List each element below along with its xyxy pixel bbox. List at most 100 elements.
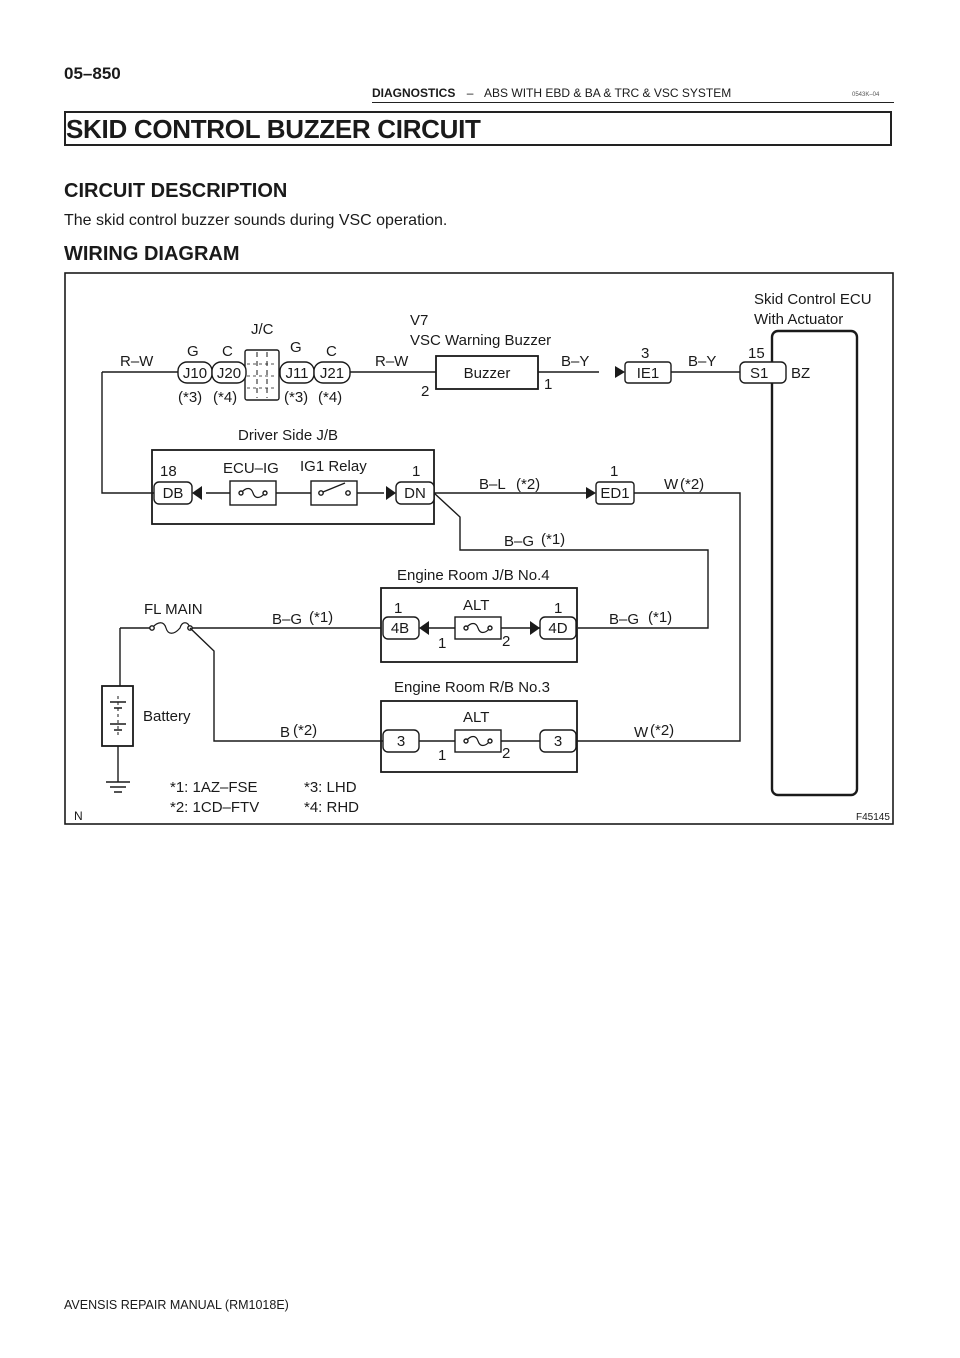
- circuit-description-heading: CIRCUIT DESCRIPTION: [64, 180, 288, 202]
- engine-jb4-box: [380, 587, 578, 663]
- wiring-diagram: Skid Control ECU With Actuator 15 S1 BZ …: [64, 272, 894, 825]
- note-2: *2: 1CD–FTV: [170, 799, 259, 816]
- wire-bg-diagonal: [433, 492, 709, 629]
- dn-pin: 1: [412, 463, 420, 480]
- driver-jb-label: Driver Side J/B: [238, 427, 338, 444]
- wire-w-bottom-note: (*2): [650, 722, 674, 739]
- wire-bg-mid-label: B–G: [504, 533, 534, 550]
- ig1-relay-label: IG1 Relay: [300, 458, 367, 475]
- j11-color: G: [290, 339, 302, 356]
- ecu-name-line2: With Actuator: [754, 311, 843, 328]
- ecu-terminal: BZ: [791, 365, 810, 382]
- header-separator: –: [466, 86, 474, 100]
- page-number: 05–850: [64, 64, 121, 83]
- fl-main-label: FL MAIN: [144, 601, 203, 618]
- j21-label: J21: [320, 365, 344, 382]
- buzzer-box: [435, 355, 539, 390]
- wire-b-bottom-label: B: [280, 724, 290, 741]
- db-label: DB: [163, 485, 184, 502]
- db-pin: 18: [160, 463, 177, 480]
- wire-bg-right-note: (*1): [648, 609, 672, 626]
- ecu-name-line1: Skid Control ECU: [754, 291, 872, 308]
- connector-j20: [211, 361, 247, 384]
- page-title: SKID CONTROL BUZZER CIRCUIT: [66, 114, 481, 144]
- ed1-label: ED1: [600, 485, 629, 502]
- wire-bg-left-note: (*1): [309, 609, 333, 626]
- j10-note: (*3): [178, 389, 202, 406]
- j10-color: G: [187, 343, 199, 360]
- note-3: *3: LHD: [304, 779, 357, 796]
- diagram-frame: [64, 272, 894, 825]
- header-subsection: ABS WITH EBD & BA & TRC & VSC SYSTEM: [484, 86, 732, 100]
- wire-w-top-note: (*2): [680, 476, 704, 493]
- ie1-pin: 3: [641, 345, 649, 362]
- wire-rw-left-down: [101, 372, 154, 494]
- engine-rb3-label: Engine Room R/B No.3: [394, 679, 550, 696]
- arrow-db: [192, 486, 202, 500]
- buzzer-id: V7: [410, 312, 428, 329]
- arrow-ie1: [615, 366, 625, 378]
- engine-rb3-box: [380, 700, 578, 773]
- buzzer-pin-in: 2: [421, 383, 429, 400]
- 4b-label: 4B: [391, 620, 409, 637]
- arrow-ed1: [586, 487, 596, 499]
- j11-label: J11: [285, 365, 308, 382]
- figure-id: F45145: [856, 812, 890, 823]
- ground-symbol: [106, 781, 130, 793]
- document-code: 0543K–04: [852, 92, 880, 98]
- connector-ie1: [624, 361, 672, 384]
- ecu-body: [770, 329, 859, 797]
- driver-jb-box: [151, 449, 435, 525]
- connector-s1: [739, 361, 787, 384]
- rb3-left-label: 3: [397, 733, 405, 750]
- alt-rb3-pin1: 1: [438, 747, 446, 764]
- j11-note: (*3): [284, 389, 308, 406]
- jc-label: J/C: [251, 321, 274, 338]
- wire-bl-label: B–L: [479, 476, 506, 493]
- wire-by-left-label: B–Y: [561, 353, 589, 370]
- j20-color: C: [222, 343, 233, 360]
- rb3-right-label: 3: [554, 733, 562, 750]
- arrow-4d: [530, 621, 540, 635]
- alt-jb4-pin2: 2: [502, 633, 510, 650]
- ecu-pin: 15: [748, 345, 765, 362]
- alt-rb3-pin2: 2: [502, 745, 510, 762]
- wire-rw-right-label: R–W: [375, 353, 409, 370]
- wire-by-right-label: B–Y: [688, 353, 716, 370]
- wire-w-top-label: W: [664, 476, 679, 493]
- header-rule: [372, 102, 894, 103]
- j20-label: J20: [217, 365, 241, 382]
- wire-b-bottom: [189, 627, 383, 742]
- arrow-4b: [419, 621, 429, 635]
- alt-rb3-label: ALT: [463, 709, 489, 726]
- ed1-pin: 1: [610, 463, 618, 480]
- j10-label: J10: [183, 365, 207, 382]
- buzzer-pin-out: 1: [544, 376, 552, 393]
- jc-outline: [244, 349, 280, 401]
- 4d-pin: 1: [554, 600, 562, 617]
- wire-bl-note: (*2): [516, 476, 540, 493]
- j20-note: (*4): [213, 389, 237, 406]
- 4b-pin: 1: [394, 600, 402, 617]
- connector-j21: [313, 361, 351, 384]
- j21-note: (*4): [318, 389, 342, 406]
- alt-jb4-label: ALT: [463, 597, 489, 614]
- connector-rb3-right: [539, 729, 577, 753]
- battery-label: Battery: [143, 708, 191, 725]
- wire-w-bottom-label: W: [634, 724, 649, 741]
- engine-jb4-label: Engine Room J/B No.4: [397, 567, 550, 584]
- ie1-label: IE1: [637, 365, 660, 382]
- footer: AVENSIS REPAIR MANUAL (RM1018E): [64, 1298, 289, 1312]
- buzzer-name: VSC Warning Buzzer: [410, 332, 551, 349]
- note-1: *1: 1AZ–FSE: [170, 779, 258, 796]
- 4d-label: 4D: [548, 620, 567, 637]
- alt-jb4-pin1: 1: [438, 635, 446, 652]
- wire-bg-mid-note: (*1): [541, 531, 565, 548]
- buzzer-label: Buzzer: [464, 365, 511, 382]
- wire-bg-right-label: B–G: [609, 611, 639, 628]
- title-box: [64, 111, 892, 146]
- header-section: DIAGNOSTICS: [372, 86, 456, 100]
- wire-bg-left-label: B–G: [272, 611, 302, 628]
- dn-label: DN: [404, 485, 426, 502]
- ecu-ig-label: ECU–IG: [223, 460, 279, 477]
